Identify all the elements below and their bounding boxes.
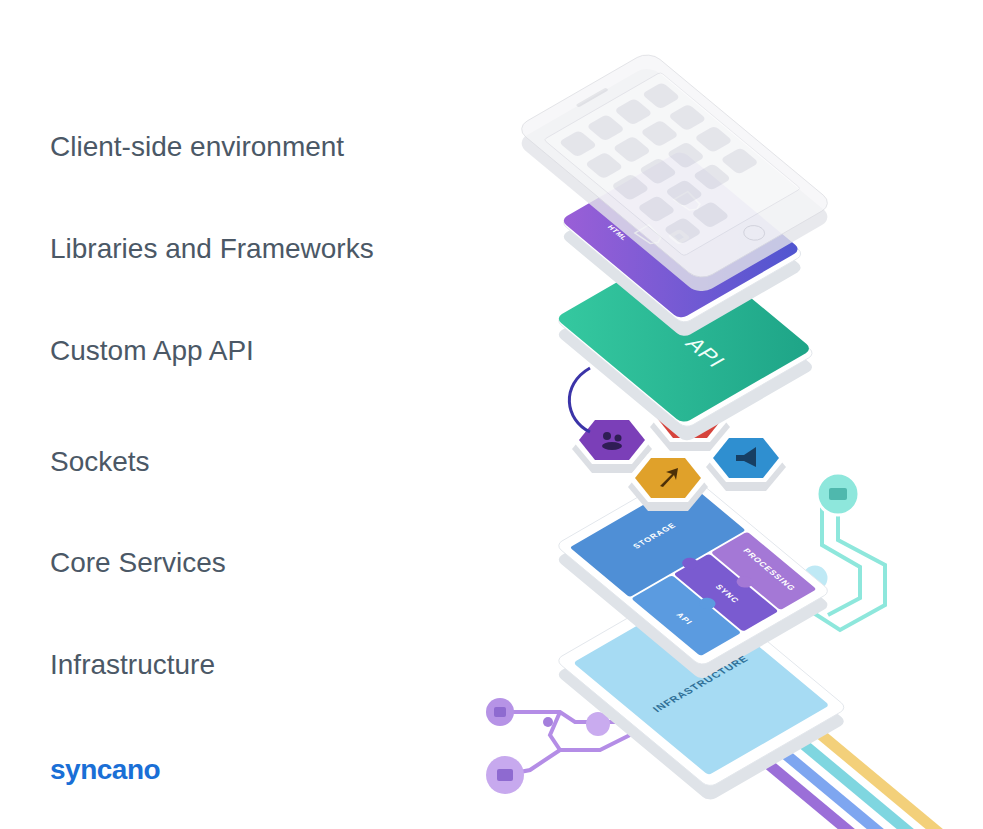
- phone-outline: [515, 51, 834, 296]
- circuit-nodes: [486, 698, 610, 794]
- piece-label: PROCESSING: [740, 547, 797, 592]
- icon-label: HTML: [605, 224, 629, 242]
- socket-wire: [569, 368, 590, 432]
- piece-label: SYNC: [713, 583, 742, 605]
- layer-name: Custom App API: [50, 334, 254, 368]
- layer-name: Infrastructure: [50, 648, 215, 682]
- plate-label: INFRASTRUCTURE: [650, 654, 751, 715]
- layer-name: Sockets: [50, 445, 150, 479]
- plate-label: API: [679, 334, 731, 372]
- layer-name: Libraries and Frameworks: [50, 232, 374, 266]
- layer-name: Client-side environment: [50, 130, 344, 164]
- piece-label: STORAGE: [631, 521, 679, 550]
- piece-label: API: [674, 611, 695, 626]
- layer-name: Core Services: [50, 546, 226, 580]
- brand-logo: syncano: [50, 753, 160, 787]
